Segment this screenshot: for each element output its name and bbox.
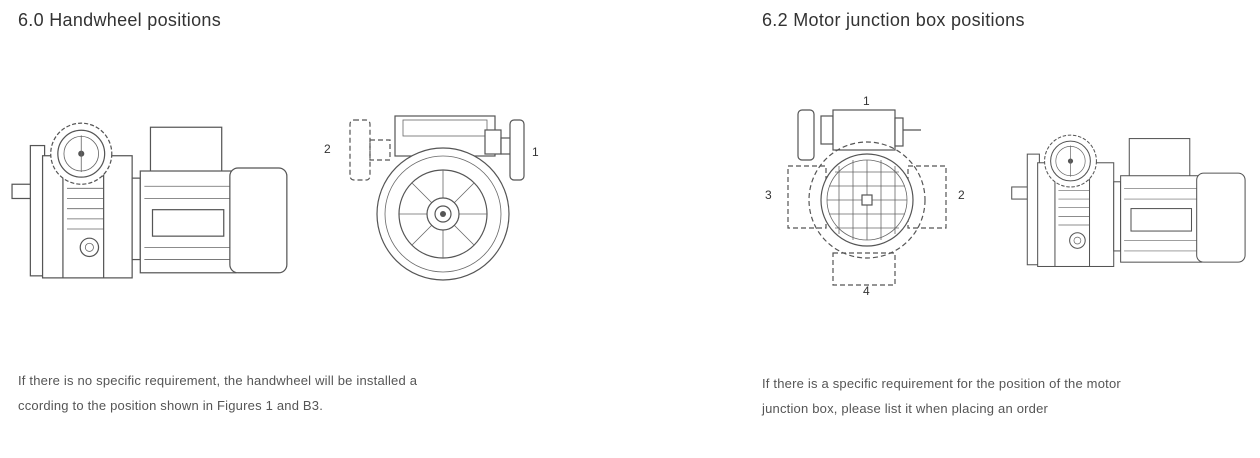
junction-box-positions-drawing bbox=[787, 109, 947, 286]
junction-box-position-label-4: 4 bbox=[863, 284, 870, 298]
handwheel-front-view-drawing bbox=[349, 115, 525, 281]
junction-box-position-label-1: 1 bbox=[863, 94, 870, 108]
handwheel-description-line-1: If there is no specific requirement, the… bbox=[18, 373, 418, 388]
handwheel-position-label-1: 1 bbox=[532, 145, 539, 159]
section-title-junction-box: 6.2 Motor junction box positions bbox=[762, 10, 1025, 30]
junction-box-position-label-3: 3 bbox=[765, 188, 772, 202]
motor-side-view-drawing bbox=[1011, 134, 1246, 268]
junction-box-position-label-2: 2 bbox=[958, 188, 965, 202]
junction-box-description-line-1: If there is a specific requirement for t… bbox=[762, 376, 1121, 391]
handwheel-description-line-2: ccording to the position shown in Figure… bbox=[18, 398, 324, 413]
handwheel-side-view-drawing bbox=[11, 122, 288, 279]
handwheel-position-label-2: 2 bbox=[324, 142, 331, 156]
junction-box-description-line-2: junction box, please list it when placin… bbox=[762, 401, 1049, 416]
handwheel-position-2-outline bbox=[349, 119, 391, 181]
section-title-handwheel: 6.0 Handwheel positions bbox=[18, 10, 222, 30]
